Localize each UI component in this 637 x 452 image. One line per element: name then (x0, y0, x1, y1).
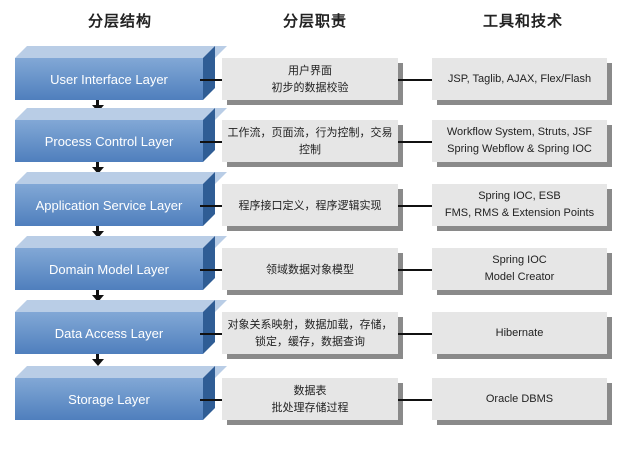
layer-block-user-interface-layer: User Interface Layer (15, 46, 227, 100)
layer-side-face (203, 46, 215, 100)
tools-box-application-service-layer: Spring IOC, ESB FMS, RMS & Extension Poin… (432, 184, 607, 226)
responsibility-text: 对象关系映射，数据加载，存储， (227, 318, 393, 331)
connector-line (200, 141, 222, 143)
responsibility-box-application-service-layer: 程序接口定义，程序逻辑实现 (222, 184, 398, 226)
layer-label: Application Service Layer (15, 184, 203, 226)
connector-line (398, 269, 432, 271)
responsibility-text: 领域数据对象模型 (266, 262, 354, 276)
arrow-stem (96, 290, 99, 296)
connector-line (200, 205, 222, 207)
tools-text: Workflow System, Struts, JSF (446, 126, 593, 138)
tools-box-user-interface-layer: JSP, Taglib, AJAX, Flex/Flash (432, 58, 607, 100)
tools-text: Hibernate (495, 326, 544, 339)
layer-label: Process Control Layer (15, 120, 203, 162)
responsibility-text: 数据表 (293, 384, 327, 397)
connector-line (398, 79, 432, 81)
layer-top-face (15, 172, 227, 184)
header-tools: 工具和技术 (482, 12, 563, 30)
arrow-stem (96, 162, 99, 168)
arrow-head (92, 295, 104, 302)
arrow-stem (96, 226, 99, 232)
arrow-head (92, 167, 104, 174)
layer-top-face (15, 236, 227, 248)
layer-label: Domain Model Layer (15, 248, 203, 290)
layer-top-face (15, 108, 227, 120)
layer-block-data-access-layer: Data Access Layer (15, 300, 227, 354)
tools-box-domain-model-layer: Spring IOC Model Creator (432, 248, 607, 290)
layer-top-face (15, 300, 227, 312)
layer-label: Data Access Layer (15, 312, 203, 354)
layer-side-face (203, 108, 215, 162)
layer-side-face (203, 300, 215, 354)
responsibility-box-user-interface-layer: 用户界面初步的数据校验 (222, 58, 398, 100)
layer-side-face (203, 366, 215, 420)
arrow-head (92, 231, 104, 238)
connector-line (398, 333, 432, 335)
arrow-head (92, 359, 104, 366)
connector-line (398, 205, 432, 207)
layer-block-application-service-layer: Application Service Layer (15, 172, 227, 226)
connector-line (200, 79, 222, 81)
layer-block-storage-layer: Storage Layer (15, 366, 227, 420)
responsibility-text: 程序接口定义，程序逻辑实现 (238, 198, 382, 212)
responsibility-text: 用户界面 (288, 64, 332, 77)
layer-label: User Interface Layer (15, 58, 203, 100)
tools-box-storage-layer: Oracle DBMS (432, 378, 607, 420)
tools-text: Spring Webflow & Spring IOC (447, 143, 592, 155)
layer-side-face (203, 236, 215, 290)
arrow-stem (96, 100, 99, 106)
tools-text: FMS, RMS & Extension Points (444, 207, 595, 219)
responsibility-text: 锁定，缓存，数据查询 (255, 335, 365, 348)
tools-text: JSP, Taglib, AJAX, Flex/Flash (447, 72, 592, 85)
responsibility-text: 初步的数据校验 (271, 81, 349, 94)
header-structure: 分层结构 (87, 12, 152, 30)
responsibility-text: 控制 (299, 143, 321, 156)
tools-text: Oracle DBMS (485, 392, 554, 405)
connector-line (398, 399, 432, 401)
layer-label: Storage Layer (15, 378, 203, 420)
layer-top-face (15, 46, 227, 58)
responsibility-box-data-access-layer: 对象关系映射，数据加载，存储， 锁定，缓存，数据查询 (222, 312, 398, 354)
responsibility-box-domain-model-layer: 领域数据对象模型 (222, 248, 398, 290)
tools-box-process-control-layer: Workflow System, Struts, JSF Spring Webfl… (432, 120, 607, 162)
connector-line (398, 141, 432, 143)
tools-box-data-access-layer: Hibernate (432, 312, 607, 354)
arrow-stem (96, 354, 99, 360)
connector-line (200, 399, 222, 401)
connector-line (200, 333, 222, 335)
layer-side-face (203, 172, 215, 226)
tools-text: Spring IOC, ESB (478, 190, 561, 202)
responsibility-box-storage-layer: 数据表批处理存储过程 (222, 378, 398, 420)
responsibility-box-process-control-layer: 工作流，页面流，行为控制，交易控制 (222, 120, 398, 162)
tools-text: Model Creator (484, 271, 555, 283)
responsibility-text: 工作流，页面流，行为控制，交易 (227, 126, 393, 139)
header-responsibility: 分层职责 (282, 12, 347, 30)
layer-block-process-control-layer: Process Control Layer (15, 108, 227, 162)
layer-block-domain-model-layer: Domain Model Layer (15, 236, 227, 290)
layer-top-face (15, 366, 227, 378)
responsibility-text: 批处理存储过程 (271, 401, 349, 414)
connector-line (200, 269, 222, 271)
tools-text: Spring IOC (492, 254, 547, 266)
